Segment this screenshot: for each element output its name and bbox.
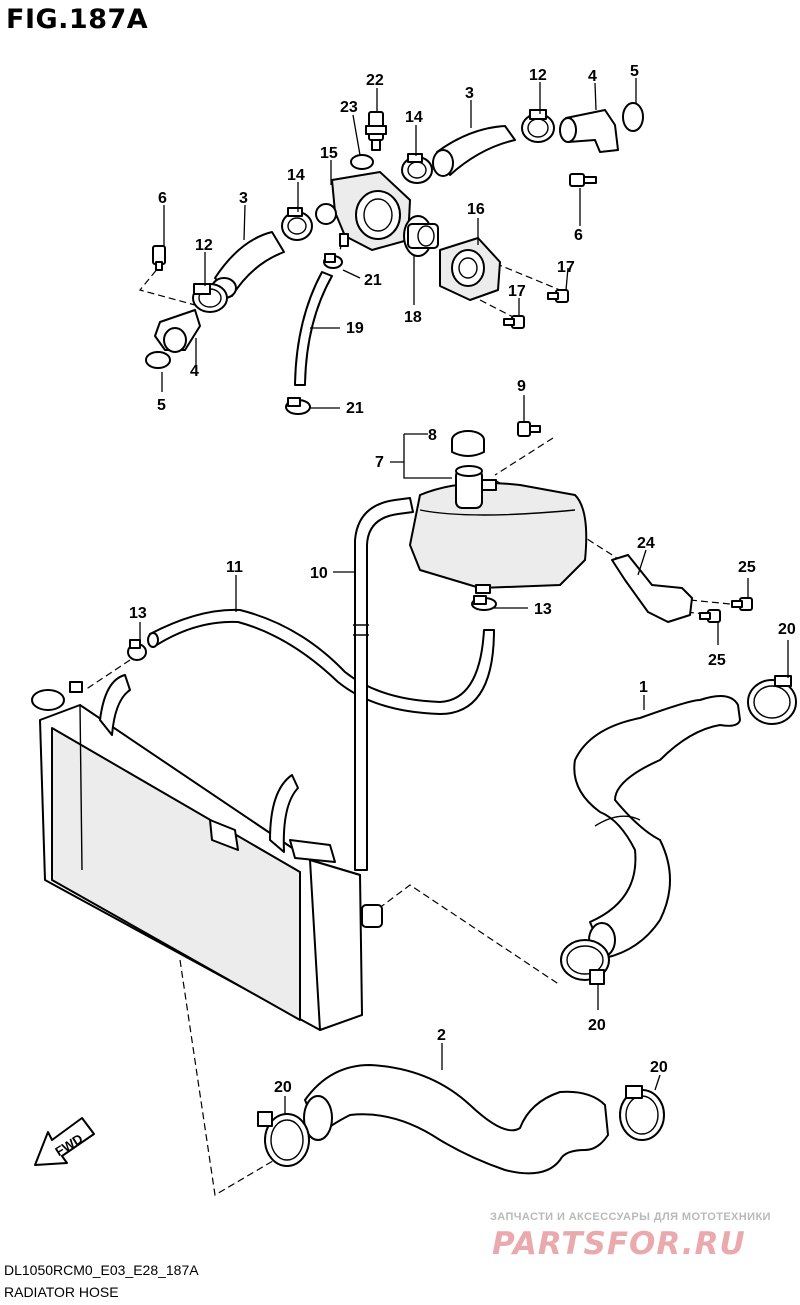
clamp-13-right[interactable] — [471, 595, 497, 611]
watermark-tagline: ЗАПЧАСТИ И АКСЕССУАРЫ ДЛЯ МОТОТЕХНИКИ — [490, 1211, 771, 1223]
callout-6: 6 — [158, 190, 167, 207]
hose-10[interactable] — [354, 497, 414, 871]
hose-1[interactable] — [573, 695, 741, 959]
callout-17: 17 — [508, 283, 526, 300]
clamp-14-left[interactable] — [281, 207, 313, 241]
callout-21: 21 — [346, 400, 364, 417]
washer-23[interactable] — [350, 154, 374, 170]
callout-5: 5 — [630, 63, 639, 80]
watermark-logo: PARTSFOR.RU — [492, 1226, 746, 1262]
hose-3-upper[interactable] — [432, 125, 516, 177]
hose-2[interactable] — [304, 1064, 609, 1175]
o-ring-5-left[interactable] — [145, 351, 171, 369]
clamp-20-lower-right[interactable] — [619, 1085, 665, 1141]
callout-2: 2 — [437, 1027, 446, 1044]
pipe-4-upper[interactable] — [559, 109, 619, 153]
callout-3: 3 — [465, 85, 474, 102]
callout-1: 1 — [639, 679, 648, 696]
callout-16: 16 — [467, 201, 485, 218]
callout-7: 7 — [375, 454, 384, 471]
callout-20: 20 — [778, 621, 796, 638]
thermostat-18[interactable] — [403, 215, 439, 257]
callout-12: 12 — [195, 237, 213, 254]
reservoir-tank-7[interactable] — [409, 465, 588, 594]
clamp-14-upper[interactable] — [401, 153, 433, 184]
sensor-22[interactable] — [365, 111, 387, 151]
callout-17: 17 — [557, 259, 575, 276]
callout-20: 20 — [588, 1017, 606, 1034]
leader-lines — [139, 78, 789, 1114]
callout-20: 20 — [274, 1079, 292, 1096]
fwd-arrow-icon: FWD — [34, 1117, 95, 1166]
cap-8[interactable] — [451, 430, 485, 457]
figure-title: FIG.187A — [6, 4, 149, 35]
clamp-21-lower[interactable] — [285, 397, 311, 415]
clamp-13-left[interactable] — [127, 639, 147, 661]
clamp-20-lower-left[interactable] — [257, 1111, 310, 1167]
callout-22: 22 — [366, 72, 384, 89]
callout-18: 18 — [404, 309, 422, 326]
bolt-17-right[interactable] — [547, 289, 569, 303]
o-ring-5-upper[interactable] — [622, 102, 644, 132]
hose-19[interactable] — [294, 271, 333, 386]
callout-19: 19 — [346, 320, 364, 337]
clamp-20-upper-right[interactable] — [747, 675, 797, 725]
callout-13: 13 — [129, 605, 147, 622]
callout-13: 13 — [534, 601, 552, 618]
bolt-6-upper[interactable] — [569, 173, 597, 187]
callout-25: 25 — [708, 652, 726, 669]
clamp-21-upper[interactable] — [323, 253, 343, 269]
figure-caption: RADIATOR HOSE — [4, 1284, 119, 1300]
bolt-9[interactable] — [517, 421, 541, 437]
model-code: DL1050RCM0_E03_E28_187A — [4, 1262, 199, 1278]
callout-4: 4 — [190, 363, 199, 380]
radiator[interactable] — [31, 674, 383, 1031]
bracket-24[interactable] — [611, 554, 693, 623]
clamp-20-middle[interactable] — [560, 939, 610, 985]
callout-8: 8 — [428, 427, 437, 444]
callout-20: 20 — [650, 1059, 668, 1076]
callout-24: 24 — [637, 535, 655, 552]
hose-11[interactable] — [149, 608, 495, 715]
callout-15: 15 — [320, 145, 338, 162]
hose-11-end — [147, 632, 159, 648]
pipe-4-left[interactable] — [154, 309, 201, 353]
callout-10: 10 — [310, 565, 328, 582]
callout-4: 4 — [588, 68, 597, 85]
callout-23: 23 — [340, 99, 358, 116]
assembly-dashed-lines — [84, 231, 741, 1196]
bolt-6-left[interactable] — [152, 245, 166, 271]
clamp-12-upper[interactable] — [521, 109, 555, 143]
callout-14: 14 — [287, 167, 305, 184]
callout-3: 3 — [239, 190, 248, 207]
thermostat-cover-16[interactable] — [439, 237, 501, 301]
callout-25: 25 — [738, 559, 756, 576]
callout-14: 14 — [405, 109, 423, 126]
bolt-17-lower[interactable] — [503, 315, 525, 329]
callout-5: 5 — [157, 397, 166, 414]
callout-12: 12 — [529, 67, 547, 84]
bolt-25-right[interactable] — [731, 597, 753, 611]
thermostat-housing-15[interactable] — [315, 171, 411, 251]
callout-9: 9 — [517, 378, 526, 395]
bolt-25-lower[interactable] — [699, 609, 721, 623]
callout-21: 21 — [364, 272, 382, 289]
callout-numbers: 22 23 14 15 3 12 4 5 6 14 3 12 4 5 16 17… — [129, 63, 796, 1096]
callout-11: 11 — [226, 559, 243, 576]
hose-2-left-end — [303, 1095, 333, 1141]
callout-6: 6 — [574, 227, 583, 244]
clamp-12-left[interactable] — [192, 283, 228, 313]
